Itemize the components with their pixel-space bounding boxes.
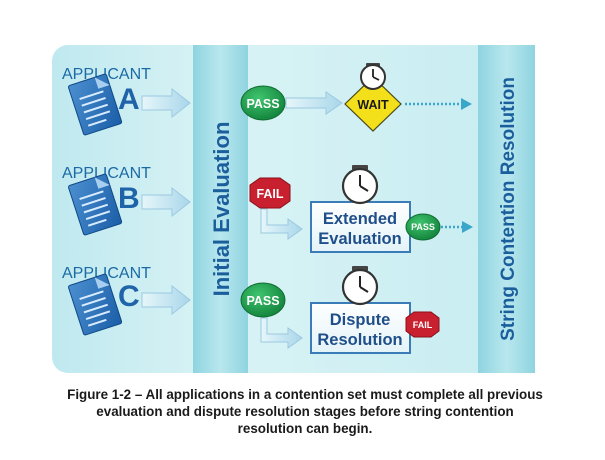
applicant-a: APPLICANT A bbox=[62, 66, 191, 136]
string-contention-label: String Contention Resolution bbox=[498, 77, 519, 341]
extended-evaluation-line1: Extended bbox=[323, 210, 397, 228]
fail-badge-text: FAIL bbox=[413, 320, 433, 330]
arrow-head-icon bbox=[462, 221, 473, 233]
row-a-flow: PASS WAIT bbox=[240, 63, 472, 132]
applicant-letter: C bbox=[118, 280, 140, 313]
clock-icon bbox=[341, 165, 379, 205]
initial-evaluation-band bbox=[193, 45, 248, 373]
wait-badge bbox=[344, 76, 402, 132]
pass-badge-text: PASS bbox=[246, 97, 279, 111]
pass-badge bbox=[240, 282, 286, 318]
pass-badge bbox=[240, 85, 286, 121]
bent-arrow-icon bbox=[260, 208, 303, 240]
arrow-icon bbox=[285, 91, 343, 115]
extended-evaluation-box bbox=[310, 201, 411, 253]
extended-evaluation-line2: Evaluation bbox=[318, 230, 401, 248]
wait-badge-text: WAIT bbox=[357, 98, 389, 112]
document-icon bbox=[68, 73, 123, 136]
document-icon bbox=[68, 273, 123, 336]
row-b-flow: FAIL Extended Evaluation PASS bbox=[249, 165, 473, 253]
fail-badge bbox=[249, 177, 291, 209]
applicant-b: APPLICANT B bbox=[62, 165, 191, 236]
dispute-resolution-line1: Dispute bbox=[330, 311, 391, 329]
clock-icon bbox=[341, 266, 379, 306]
arrow-icon bbox=[141, 87, 191, 119]
fail-badge bbox=[405, 311, 440, 338]
pass-badge-text: PASS bbox=[246, 294, 279, 308]
caption-line: Figure 1-2 – All applications in a conte… bbox=[67, 387, 543, 402]
initial-evaluation-label: Initial Evaluation bbox=[209, 122, 234, 297]
pass-badge-text: PASS bbox=[411, 222, 435, 232]
fail-badge-text: FAIL bbox=[256, 187, 283, 201]
bent-arrow-icon bbox=[260, 317, 303, 349]
arrow-icon bbox=[141, 186, 191, 218]
figure-caption: Figure 1-2 – All applications in a conte… bbox=[40, 386, 570, 437]
row-c-flow: PASS Dispute Resolution FAIL bbox=[240, 266, 440, 354]
applicant-label: APPLICANT bbox=[62, 265, 151, 282]
arrow-icon bbox=[141, 284, 191, 316]
dispute-resolution-box bbox=[310, 302, 411, 354]
pass-badge bbox=[405, 213, 441, 241]
applicant-label: APPLICANT bbox=[62, 165, 151, 182]
dispute-resolution-line2: Resolution bbox=[317, 331, 402, 349]
string-contention-band bbox=[478, 45, 535, 373]
caption-line: resolution can begin. bbox=[237, 421, 373, 436]
applicant-c: APPLICANT C bbox=[62, 265, 191, 336]
document-icon bbox=[68, 173, 123, 236]
applicant-letter: A bbox=[118, 83, 140, 116]
applicant-letter: B bbox=[118, 182, 140, 215]
contention-diagram: Initial Evaluation String Contention Res… bbox=[52, 45, 535, 373]
arrow-head-icon bbox=[461, 98, 472, 110]
caption-line: evaluation and dispute resolution stages… bbox=[96, 404, 514, 419]
clock-icon bbox=[360, 63, 386, 90]
